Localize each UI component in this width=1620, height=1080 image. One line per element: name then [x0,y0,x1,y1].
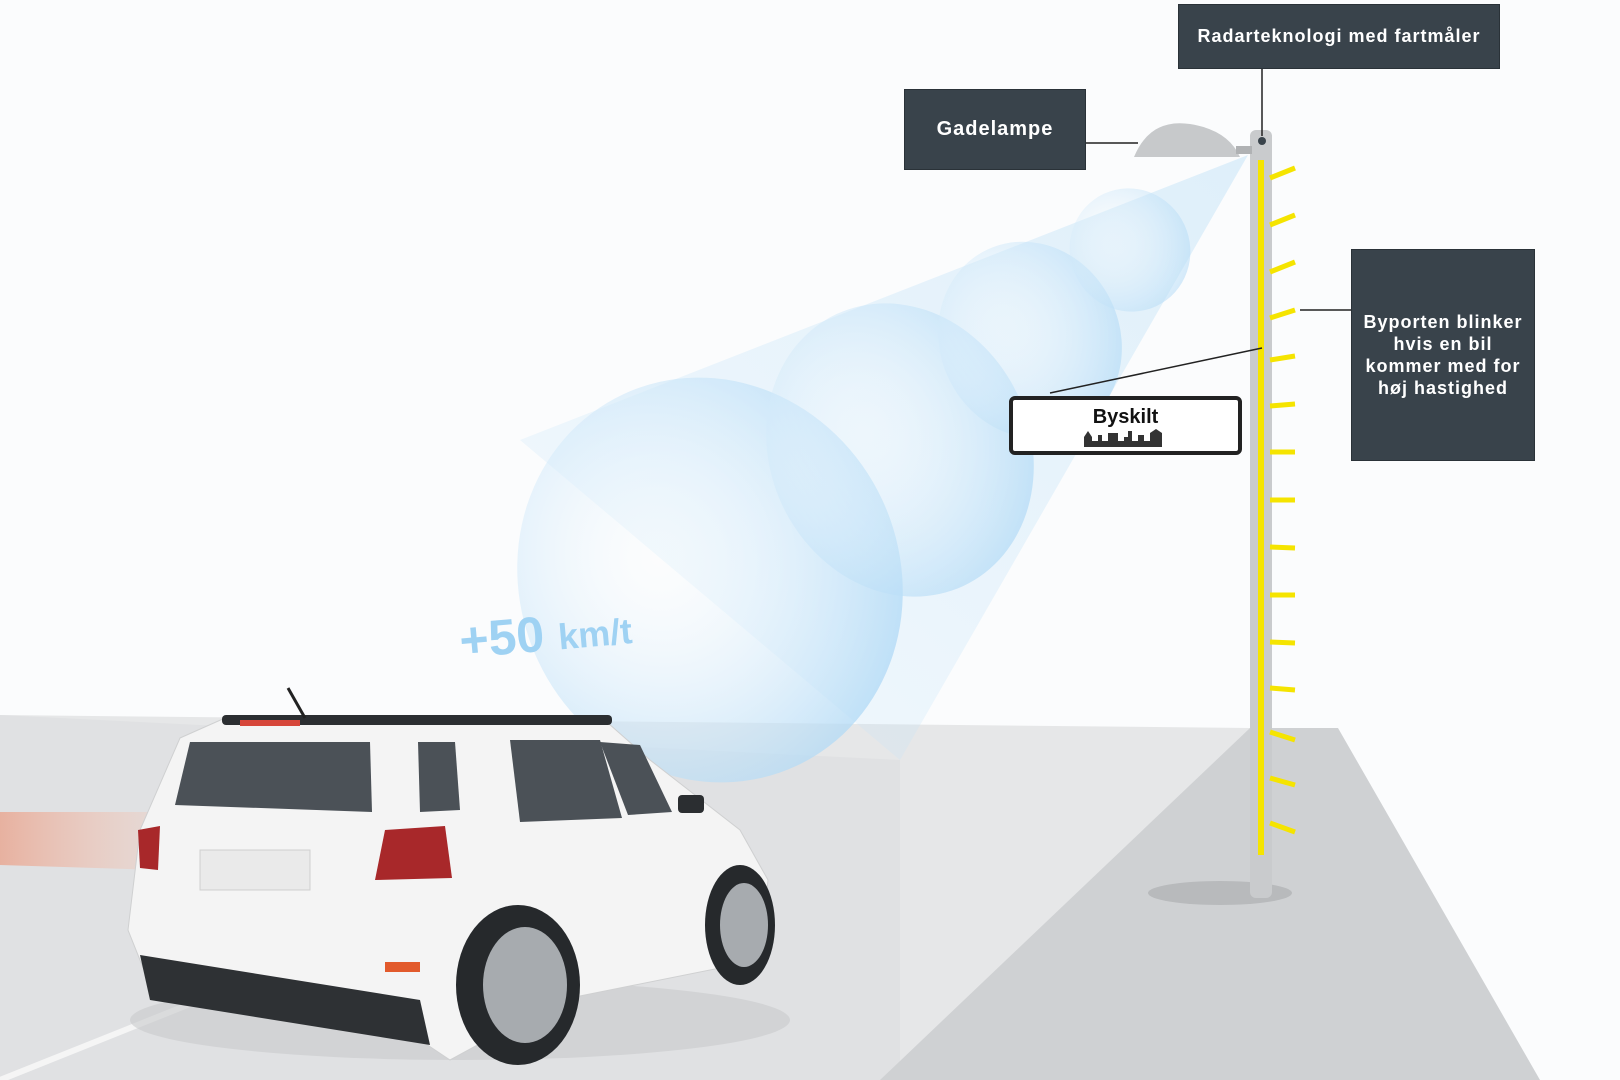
pole-light-rays [1269,165,1296,835]
city-sign: Byskilt [1009,396,1242,455]
radar-label: Radarteknologi med fartmåler [1179,5,1499,68]
street-lamp-label: Gadelampe [905,90,1085,169]
city-skyline-icon [1083,429,1162,447]
taillight-glow [0,812,160,870]
city-sign-label: Byskilt [1092,406,1159,428]
car [127,687,790,1065]
gate-blink-label: Byporten blinker hvis en bil kommer med … [1352,250,1534,460]
radar-beam [517,155,1248,783]
radar-sensor-icon [1258,137,1266,145]
pole-light-strip [1258,160,1264,855]
speed-unit: km/t [556,610,634,658]
street-lamp [1134,123,1240,157]
speed-value: +50 [457,605,547,670]
